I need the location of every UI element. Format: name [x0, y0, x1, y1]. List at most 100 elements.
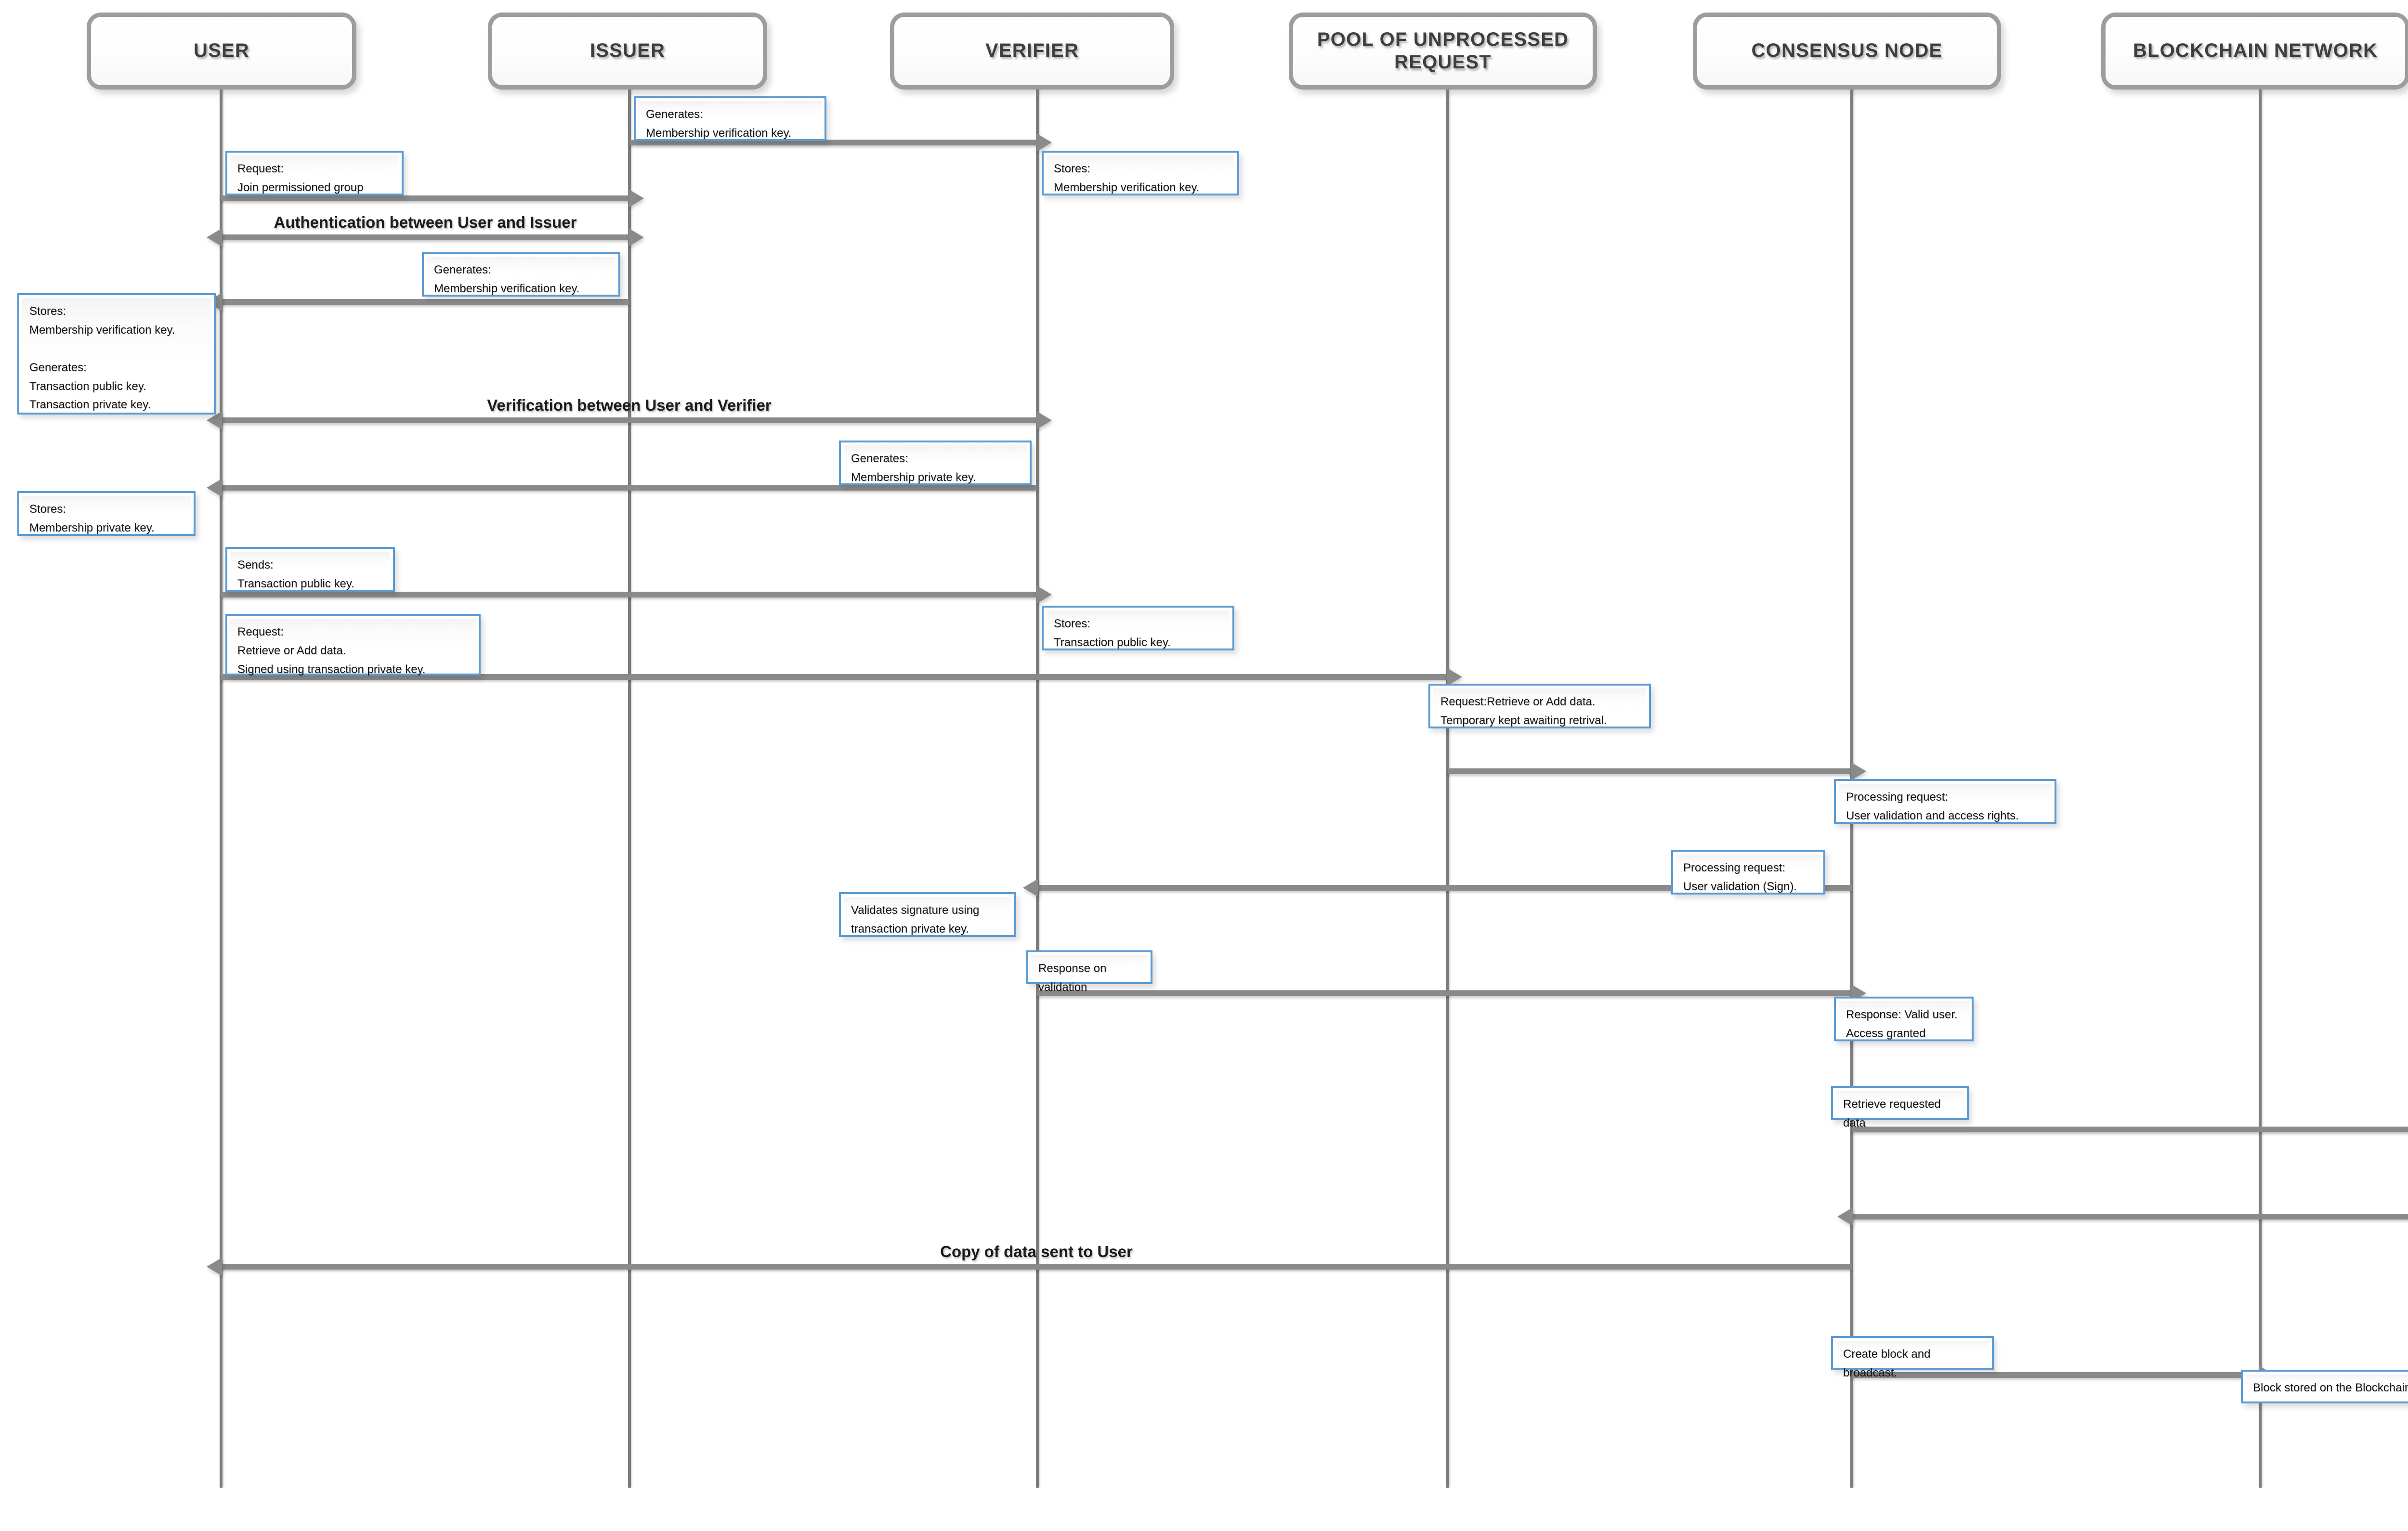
- message-arrow-issuer-to-user[interactable]: [207, 228, 644, 247]
- note-box-n20[interactable]: Block stored on the Blockchain network.: [2241, 1370, 2408, 1403]
- note-text-n3: Stores: Membership verification key.: [1054, 162, 1200, 194]
- note-inner: Retrieve requested data: [1835, 1090, 1965, 1129]
- arrowhead-right-icon: [1036, 411, 1052, 429]
- arrow-shaft: [221, 1264, 1852, 1270]
- actor-box-blockchain[interactable]: BLOCKCHAIN NETWORK: [2101, 13, 2408, 90]
- note-box-n10[interactable]: Request: Retrieve or Add data. Signed us…: [225, 614, 481, 676]
- message-arrow-issuer-to-user[interactable]: [207, 293, 629, 311]
- note-box-n12[interactable]: Processing request: User validation and …: [1834, 779, 2056, 824]
- note-text-n16: Response: Valid user. Access granted: [1846, 1008, 1958, 1040]
- note-box-n1[interactable]: Request: Join permissioned group: [225, 151, 404, 195]
- message-label-m14: Copy of data sent to User: [940, 1243, 1133, 1260]
- message-arrow-verifier-to-consensus[interactable]: [1037, 984, 1866, 1002]
- note-text-n4: Generates: Membership verification key.: [434, 263, 580, 295]
- note-inner: Response: Valid user. Access granted: [1838, 1000, 1970, 1040]
- note-text-n14: Validates signature using transaction pr…: [851, 904, 980, 935]
- arrow-shaft: [1037, 990, 1852, 996]
- note-box-n13[interactable]: Processing request: User validation (Sig…: [1671, 850, 1825, 895]
- message-arrow-verifier-to-user[interactable]: [207, 479, 1037, 497]
- note-inner: Create block and broadcast.: [1835, 1340, 1990, 1379]
- arrowhead-left-icon: [207, 1258, 222, 1276]
- actor-label-issuer: ISSUER: [589, 40, 666, 62]
- note-inner: Generates: Membership private key.: [843, 444, 1028, 484]
- note-box-n2[interactable]: Generates: Membership verification key.: [634, 96, 826, 141]
- arrow-shaft: [1852, 1372, 2260, 1378]
- note-text-n1: Request: Join permissioned group: [237, 162, 364, 194]
- note-box-n5[interactable]: Stores: Membership verification key. Gen…: [17, 293, 216, 415]
- note-box-n4[interactable]: Generates: Membership verification key.: [422, 252, 620, 297]
- note-text-n13: Processing request: User validation (Sig…: [1683, 861, 1797, 893]
- message-arrow-consensus-to-verifier[interactable]: [1023, 879, 1852, 897]
- arrowhead-right-icon: [1036, 585, 1052, 604]
- arrow-shaft: [221, 485, 1037, 491]
- note-text-n20: Block stored on the Blockchain network.: [2253, 1381, 2408, 1394]
- message-arrow-issuer-to-verifier[interactable]: [629, 133, 1052, 152]
- note-inner: Sends: Transaction public key.: [229, 551, 391, 590]
- note-text-n9: Stores: Transaction public key.: [1054, 617, 1171, 649]
- arrow-shaft: [221, 592, 1037, 597]
- note-box-n3[interactable]: Stores: Membership verification key.: [1042, 151, 1239, 195]
- note-text-n11: Request:Retrieve or Add data. Temporary …: [1440, 695, 1607, 727]
- arrowhead-right-icon: [1447, 668, 1462, 686]
- note-box-n14[interactable]: Validates signature using transaction pr…: [839, 892, 1016, 937]
- note-box-n7[interactable]: Stores: Membership private key.: [17, 491, 196, 536]
- arrow-shaft: [221, 234, 629, 240]
- note-inner: Stores: Membership private key.: [21, 495, 192, 534]
- actor-label-blockchain: BLOCKCHAIN NETWORK: [2133, 40, 2378, 62]
- note-text-n2: Generates: Membership verification key.: [646, 108, 792, 140]
- actor-box-pool[interactable]: POOL OF UNPROCESSED REQUEST: [1289, 13, 1597, 90]
- note-inner: Stores: Membership verification key.: [1046, 155, 1235, 194]
- lifeline-user: [220, 90, 222, 1488]
- note-box-n6[interactable]: Generates: Membership private key.: [839, 441, 1032, 485]
- arrowhead-left-icon: [1837, 1207, 1853, 1226]
- note-box-n11[interactable]: Request:Retrieve or Add data. Temporary …: [1428, 684, 1651, 728]
- note-box-n15[interactable]: Response on validation: [1026, 950, 1152, 994]
- actor-box-verifier[interactable]: VERIFIER: [890, 13, 1174, 90]
- note-inner: Generates: Membership verification key.: [426, 256, 616, 295]
- note-inner: Request:Retrieve or Add data. Temporary …: [1432, 688, 1647, 727]
- note-box-n19[interactable]: Create block and broadcast.: [1831, 1336, 1994, 1379]
- actor-label-consensus: CONSENSUS NODE: [1751, 40, 1943, 62]
- note-inner: Stores: Membership verification key. Gen…: [21, 297, 212, 411]
- note-box-n9[interactable]: Stores: Transaction public key.: [1042, 606, 1234, 650]
- arrowhead-right-icon: [1851, 762, 1866, 780]
- arrowhead-left-icon: [1023, 879, 1038, 897]
- note-inner: Block stored on the Blockchain network.: [2245, 1374, 2408, 1400]
- note-box-n17[interactable]: Retrieve requested data: [1831, 1086, 1969, 1129]
- actor-box-issuer[interactable]: ISSUER: [488, 13, 767, 90]
- message-label-m3: Authentication between User and Issuer: [274, 213, 577, 231]
- actor-label-user: USER: [194, 40, 249, 62]
- note-box-n16[interactable]: Response: Valid user. Access granted: [1834, 997, 1974, 1041]
- note-inner: Processing request: User validation (Sig…: [1675, 854, 1821, 893]
- message-arrow-user-to-pool[interactable]: [221, 668, 1462, 686]
- actor-label-pool: POOL OF UNPROCESSED REQUEST: [1317, 28, 1569, 73]
- message-arrow-storage-to-consensus[interactable]: [1837, 1207, 2408, 1226]
- lifeline-pool: [1446, 90, 1449, 1488]
- message-arrow-pool-to-consensus[interactable]: [1448, 762, 1866, 780]
- lifeline-issuer: [628, 90, 631, 1488]
- message-label-m5: Verification between User and Verifier: [487, 396, 772, 414]
- actor-box-consensus[interactable]: CONSENSUS NODE: [1693, 13, 2001, 90]
- arrowhead-right-icon: [1036, 133, 1052, 152]
- message-arrow-user-to-verifier[interactable]: [221, 585, 1052, 604]
- note-inner: Processing request: User validation and …: [1838, 783, 2053, 822]
- message-arrow-consensus-to-storage[interactable]: [1852, 1127, 2408, 1132]
- note-text-n12: Processing request: User validation and …: [1846, 791, 2019, 822]
- message-arrow-consensus-to-user[interactable]: [207, 1258, 1852, 1276]
- note-text-n15: Response on validation: [1038, 962, 1107, 994]
- note-box-n8[interactable]: Sends: Transaction public key.: [225, 547, 395, 592]
- note-inner: Validates signature using transaction pr…: [843, 896, 1012, 935]
- note-text-n8: Sends: Transaction public key.: [237, 558, 354, 590]
- arrow-shaft: [1852, 1214, 2408, 1220]
- note-text-n10: Request: Retrieve or Add data. Signed us…: [237, 625, 426, 676]
- message-arrow-verifier-to-user[interactable]: [207, 411, 1052, 429]
- note-inner: Response on validation: [1030, 954, 1149, 994]
- arrowhead-right-icon: [628, 228, 644, 247]
- note-text-n19: Create block and broadcast.: [1843, 1348, 1931, 1379]
- message-arrow-user-to-issuer[interactable]: [221, 189, 644, 208]
- actor-box-user[interactable]: USER: [87, 13, 356, 90]
- note-inner: Stores: Transaction public key.: [1046, 610, 1230, 649]
- note-text-n17: Retrieve requested data: [1843, 1098, 1941, 1129]
- arrow-shaft: [221, 299, 629, 305]
- arrowhead-left-icon: [207, 228, 222, 247]
